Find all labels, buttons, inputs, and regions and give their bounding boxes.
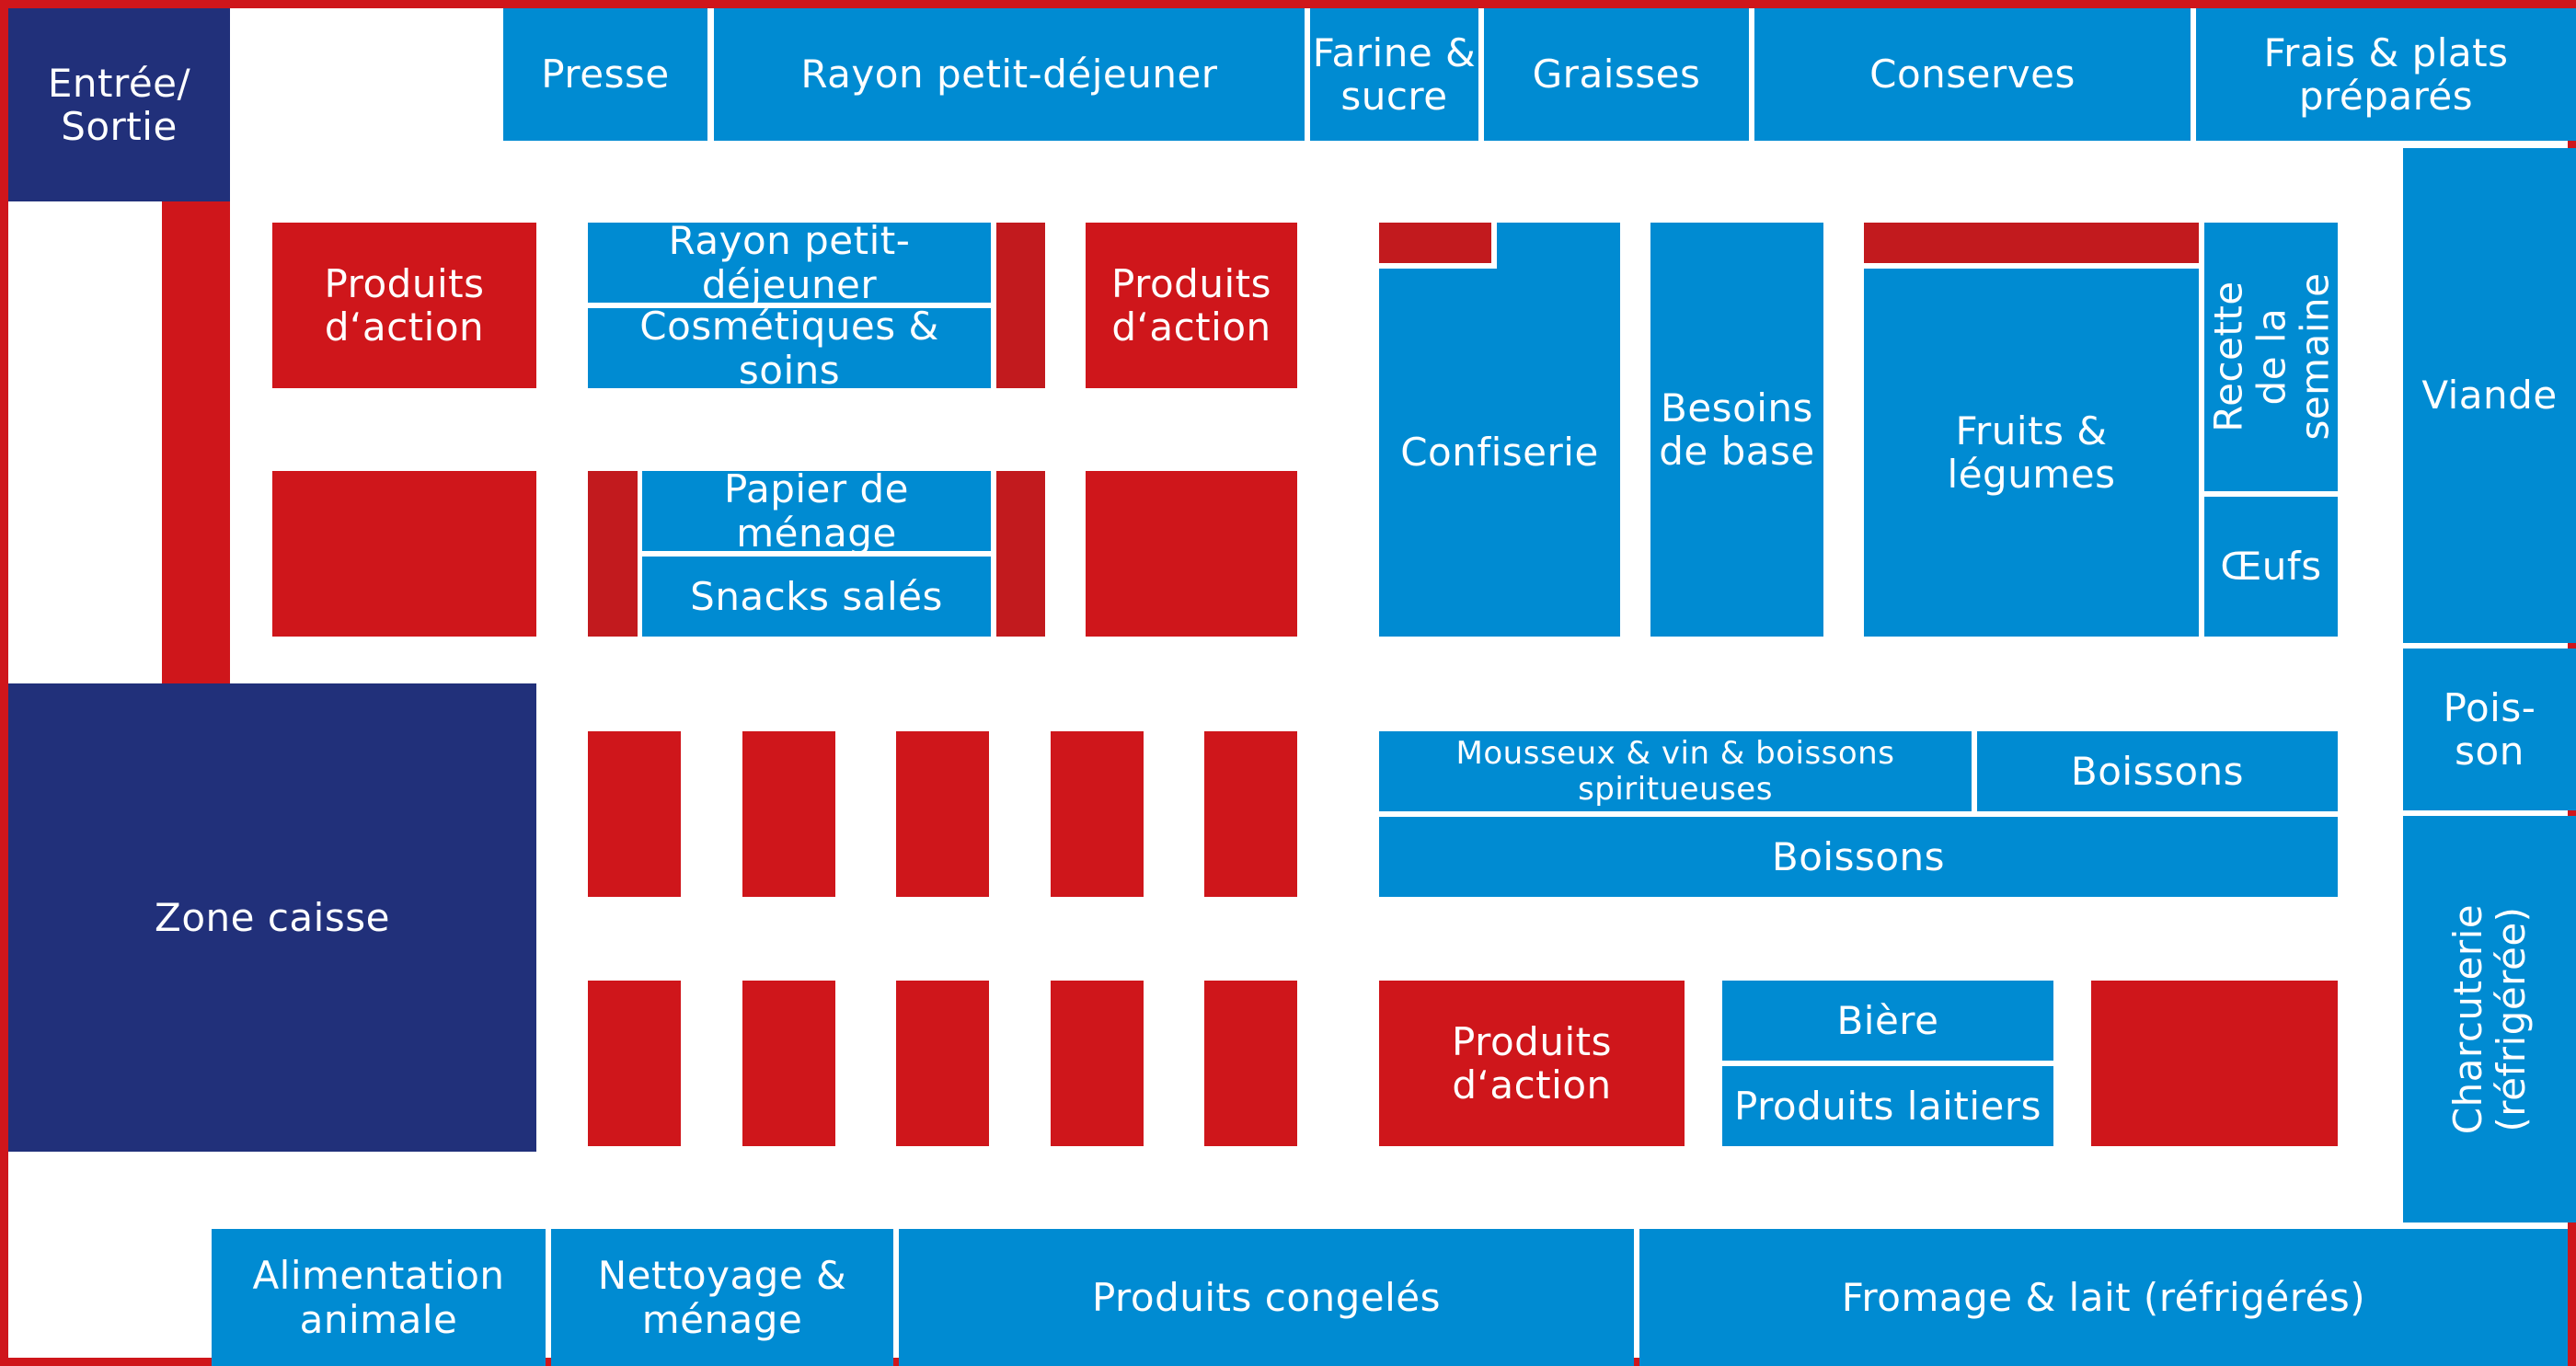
action-header-fruits xyxy=(1864,223,2199,263)
action-strip-left xyxy=(162,201,230,683)
action-bin xyxy=(588,981,681,1146)
fish-department: Pois- son xyxy=(2403,649,2576,810)
action-header-confiserie xyxy=(1379,223,1491,263)
basic-needs-department: Besoins de base xyxy=(1650,223,1823,637)
fruits-vegetables-department: Fruits & légumes xyxy=(1864,269,2199,637)
recipe-of-the-week-label: Recette de la semaine xyxy=(2204,273,2338,441)
cold-cuts-label: Charcuterie (réfrigérée) xyxy=(2444,903,2535,1135)
action-zone xyxy=(2091,981,2338,1146)
action-bin xyxy=(1204,731,1297,897)
action-zone xyxy=(272,471,536,637)
sparkling-wine-spirits-department: Mousseux & vin & boissons spiritueuses xyxy=(1379,731,1972,811)
action-zone xyxy=(1086,471,1297,637)
action-bin xyxy=(896,731,989,897)
action-bin xyxy=(1051,981,1144,1146)
confectionery-department-top xyxy=(1497,223,1620,278)
action-products-zone: Produits d‘action xyxy=(1086,223,1297,388)
action-products-zone: Produits d‘action xyxy=(272,223,536,388)
press-department: Presse xyxy=(503,8,707,141)
beverages-department-wide: Boissons xyxy=(1379,817,2338,897)
beverages-department: Boissons xyxy=(1977,731,2338,811)
frozen-products-department: Produits congelés xyxy=(899,1229,1634,1366)
fresh-ready-meals-department: Frais & plats préparés xyxy=(2196,8,2576,141)
action-bin xyxy=(1204,981,1297,1146)
beer-department: Bière xyxy=(1722,981,2053,1061)
recipe-of-the-week: Recette de la semaine xyxy=(2204,223,2338,491)
action-bin xyxy=(896,981,989,1146)
action-bin xyxy=(742,731,835,897)
action-endcap xyxy=(996,223,1045,388)
breakfast-aisle: Rayon petit-déjeuner xyxy=(588,223,991,303)
cosmetics-care-aisle: Cosmétiques & soins xyxy=(588,308,991,388)
breakfast-department-top: Rayon petit-déjeuner xyxy=(714,8,1305,141)
action-bin xyxy=(588,731,681,897)
confectionery-department: Confiserie xyxy=(1379,269,1620,637)
cheese-milk-department: Fromage & lait (réfrigérés) xyxy=(1639,1229,2568,1366)
action-products-zone: Produits d‘action xyxy=(1379,981,1685,1146)
checkout-zone: Zone caisse xyxy=(8,683,536,1152)
action-bin xyxy=(1051,731,1144,897)
action-endcap xyxy=(588,471,638,637)
salty-snacks-aisle: Snacks salés xyxy=(642,557,991,637)
canned-goods-department: Conserves xyxy=(1754,8,2191,141)
household-paper-aisle: Papier de ménage xyxy=(642,471,991,551)
flour-sugar-department: Farine & sucre xyxy=(1310,8,1478,141)
entrance-exit-zone: Entrée/ Sortie xyxy=(8,8,230,201)
meat-department: Viande xyxy=(2403,148,2576,643)
eggs-department: Œufs xyxy=(2204,497,2338,637)
fats-department: Graisses xyxy=(1484,8,1749,141)
cleaning-household-department: Nettoyage & ménage xyxy=(551,1229,893,1366)
pet-food-department: Alimentation animale xyxy=(212,1229,546,1366)
action-endcap xyxy=(996,471,1045,637)
dairy-products-department: Produits laitiers xyxy=(1722,1066,2053,1146)
cold-cuts-department: Charcuterie (réfrigérée) xyxy=(2403,816,2576,1223)
action-bin xyxy=(742,981,835,1146)
